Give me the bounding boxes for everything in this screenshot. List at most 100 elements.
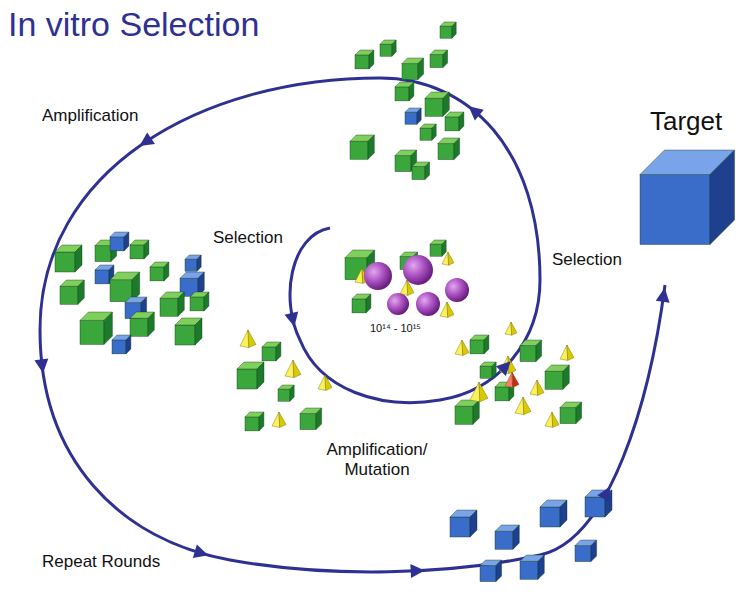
pyramid-face: [462, 340, 469, 355]
yellow-pyramid: [545, 412, 559, 427]
green-cube: [440, 22, 456, 38]
step-label: Repeat Rounds: [40, 552, 162, 572]
cube-side: [409, 82, 414, 101]
blue-cube: [185, 255, 201, 271]
pyramid-face: [279, 412, 286, 427]
pyramid-face: [567, 345, 574, 360]
cube-side: [484, 335, 489, 354]
arrowhead: [193, 545, 208, 558]
spiral-arrowheads: [34, 106, 669, 578]
cube-front: [402, 64, 418, 80]
arrowhead: [597, 486, 610, 502]
green-cube: [412, 162, 430, 180]
cube-front: [440, 26, 452, 38]
pyramid-face: [448, 252, 454, 265]
cube-side: [452, 22, 456, 38]
cube-front: [150, 267, 164, 281]
cube-side: [126, 335, 131, 354]
blue-cube: [110, 232, 129, 251]
cube-front: [185, 259, 197, 271]
cube-side: [366, 294, 371, 313]
blue-cube: [450, 510, 477, 537]
cube-front: [480, 566, 496, 582]
cube-side: [276, 342, 281, 361]
cube-front: [445, 117, 459, 131]
cube-front: [405, 112, 417, 124]
cube-front: [60, 286, 78, 304]
cube-front: [355, 55, 369, 69]
cube-front: [495, 531, 513, 549]
pyramid-face: [512, 372, 519, 387]
green-cube: [190, 292, 209, 311]
blue-cube: [575, 540, 597, 562]
yellow-pyramid: [530, 380, 544, 395]
pyramid-face: [470, 382, 480, 402]
cube-side: [454, 138, 460, 160]
cube-front: [262, 347, 276, 361]
pyramid-face: [523, 397, 531, 415]
pyramid-face: [505, 322, 512, 335]
pyramid-face: [293, 360, 301, 378]
pyramid-face: [318, 375, 326, 390]
library-size: 10¹⁴ - 10¹⁵: [370, 322, 421, 335]
cube-side: [443, 92, 449, 116]
target-sphere: [387, 293, 409, 315]
cube-front: [575, 546, 591, 562]
arrowhead: [34, 359, 48, 374]
arrowhead: [469, 106, 484, 120]
green-cube: [262, 342, 281, 361]
cube-side: [576, 402, 582, 424]
cube-front: [640, 175, 710, 245]
cube-side: [368, 135, 374, 159]
diagram-title: In vitro Selection: [8, 4, 259, 45]
cube-side: [257, 362, 264, 389]
pyramid-face: [511, 322, 517, 335]
cube-side: [470, 510, 477, 537]
cube-front: [110, 280, 132, 302]
cube-front: [425, 98, 443, 116]
arrowhead: [285, 312, 299, 327]
yellow-pyramid: [318, 375, 332, 390]
cube-side: [392, 40, 396, 56]
cube-front: [110, 237, 124, 251]
green-cube: [402, 58, 424, 80]
cube-side: [591, 540, 597, 562]
green-cube: [520, 340, 542, 362]
green-cube: [300, 408, 322, 430]
pyramid-face: [285, 360, 294, 378]
cube-front: [495, 387, 509, 401]
pyramid-face: [248, 330, 256, 348]
green-cube: [430, 240, 446, 256]
green-cube: [395, 82, 414, 101]
green-cube: [237, 362, 264, 389]
pyramid-face: [455, 340, 463, 355]
cube-front: [300, 414, 316, 430]
cube-front: [420, 128, 432, 140]
cube-side: [124, 232, 129, 251]
cube-front: [560, 408, 576, 424]
green-cube: [445, 112, 464, 131]
cube-front: [585, 497, 605, 517]
cube-front: [245, 417, 259, 431]
yellow-pyramid: [455, 340, 469, 355]
cube-side: [425, 162, 430, 180]
cube-side: [473, 400, 479, 424]
cube-front: [470, 340, 484, 354]
cube-front: [55, 252, 75, 272]
target-sphere: [364, 262, 392, 290]
pyramid-face: [560, 345, 568, 360]
pyramid-face: [447, 302, 454, 317]
cube-front: [130, 245, 144, 259]
cube-side: [459, 112, 464, 131]
green-cube: [150, 262, 169, 281]
target-sphere: [445, 278, 469, 302]
green-cube: [278, 385, 294, 401]
pyramid-face: [325, 375, 332, 390]
cube-side: [290, 385, 294, 401]
green-cube: [352, 294, 371, 313]
yellow-pyramid: [285, 360, 301, 378]
blue-cube: [480, 560, 502, 582]
cube-side: [443, 50, 448, 68]
